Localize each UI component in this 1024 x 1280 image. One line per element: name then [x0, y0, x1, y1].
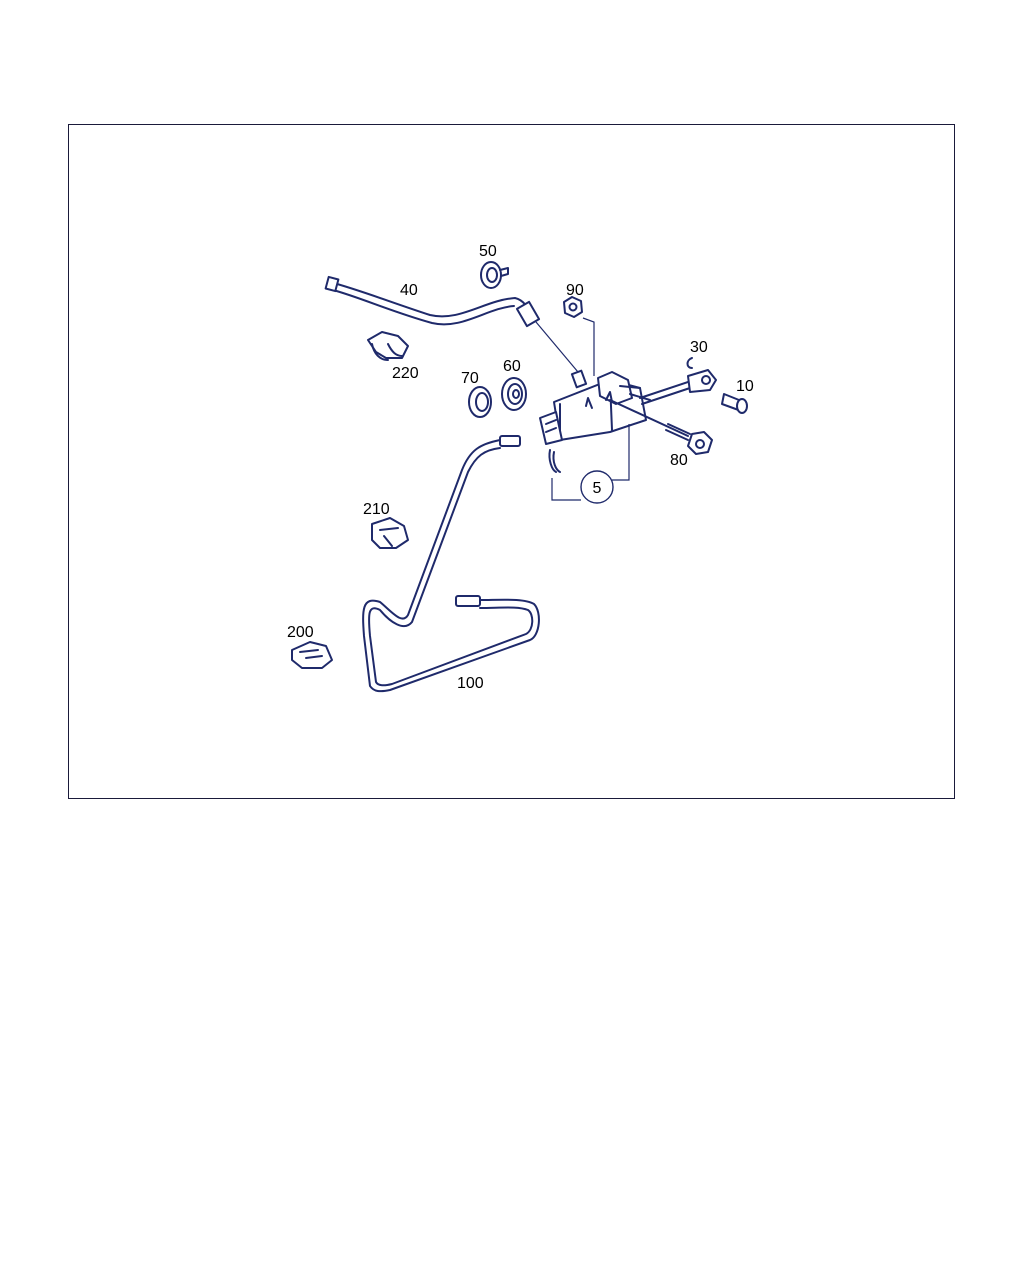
- hose-40[interactable]: [324, 275, 541, 328]
- label-100: 100: [457, 675, 484, 692]
- label-90: 90: [566, 282, 584, 299]
- clip-210[interactable]: [371, 517, 409, 549]
- label-40: 40: [400, 282, 418, 299]
- line-100[interactable]: [362, 435, 540, 693]
- label-60: 60: [503, 358, 521, 375]
- clip-200[interactable]: [291, 641, 333, 669]
- clip-220[interactable]: [367, 331, 409, 361]
- callout-circle-5: [580, 470, 614, 504]
- pin-10[interactable]: [721, 393, 748, 414]
- label-70: 70: [461, 370, 479, 387]
- label-30: 30: [690, 339, 708, 356]
- nut-90[interactable]: [563, 296, 583, 318]
- label-200: 200: [287, 624, 314, 641]
- seal-50[interactable]: [480, 261, 509, 289]
- label-220: 220: [392, 365, 419, 382]
- bolt-80[interactable]: [609, 399, 713, 455]
- label-80: 80: [670, 452, 688, 469]
- label-210: 210: [363, 501, 390, 518]
- pushrod-30[interactable]: [639, 357, 717, 405]
- label-50: 50: [479, 243, 497, 260]
- master-cylinder-5[interactable]: [539, 369, 651, 473]
- ring-70[interactable]: [468, 386, 492, 418]
- seal-60[interactable]: [501, 377, 527, 411]
- diagram-frame: [68, 124, 955, 799]
- label-10: 10: [736, 378, 754, 395]
- label-5: 5: [593, 480, 602, 497]
